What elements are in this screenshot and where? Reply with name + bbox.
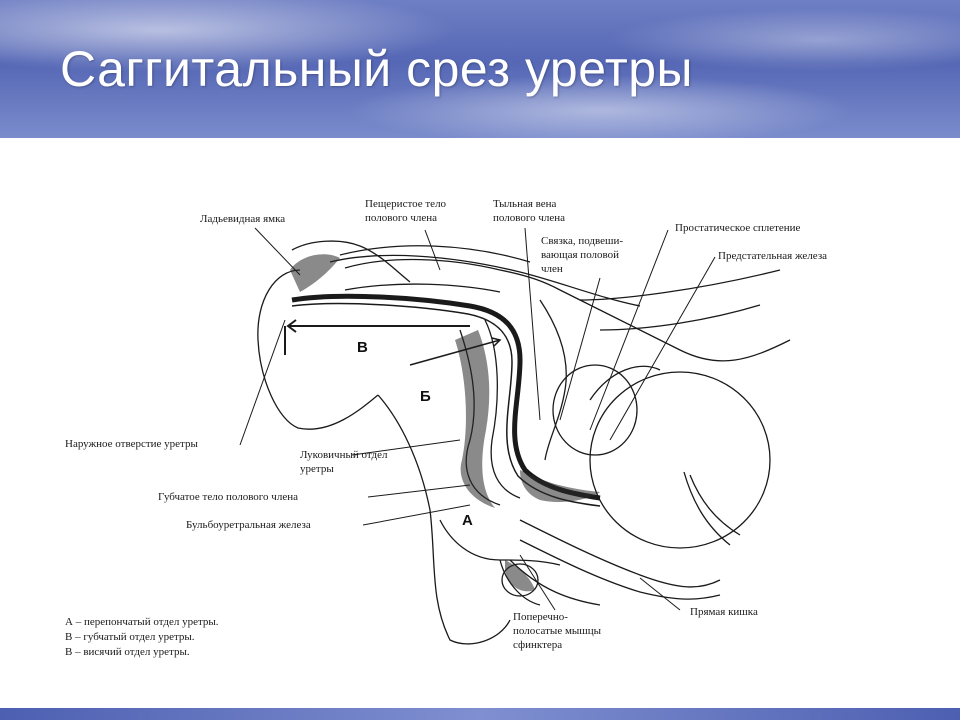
label-lukovich-1: Луковичный отдел xyxy=(300,449,388,461)
label-svyazka-3: член xyxy=(541,263,563,275)
legend-item: А – перепончатый отдел уретры. xyxy=(65,616,219,628)
label-bulbo: Бульбоуретральная железа xyxy=(186,519,311,531)
shading xyxy=(290,254,600,592)
slide-title: Саггитальный срез уретры xyxy=(60,41,693,97)
label-pryamaya: Прямая кишка xyxy=(690,606,758,618)
label-svyazka-1: Связка, подвеши- xyxy=(541,235,623,247)
title-banner: Саггитальный срез уретры xyxy=(0,0,960,138)
legend-item: В – губчатый отдел уретры. xyxy=(65,631,195,643)
label-predst: Предстательная железа xyxy=(718,250,827,262)
label-poperech-3: сфинктера xyxy=(513,639,562,651)
label-poperech-2: полосатые мышцы xyxy=(513,625,602,637)
section-letter-b: Б xyxy=(420,388,431,405)
label-gubchatoe: Губчатое тело полового члена xyxy=(158,491,298,503)
label-naruzhnoe: Наружное отверстие уретры xyxy=(65,438,198,450)
footer-bar xyxy=(0,708,960,720)
label-ladevidnaya: Ладьевидная ямка xyxy=(200,213,285,225)
label-tylnaya-2: полового члена xyxy=(493,212,565,224)
legend: А – перепончатый отдел уретры. В – губча… xyxy=(65,616,219,658)
legend-item: В – висячий отдел уретры. xyxy=(65,646,190,658)
label-prostat-spl: Простатическое сплетение xyxy=(675,222,801,234)
label-poperech-1: Поперечно- xyxy=(513,611,568,623)
label-svyazka-2: вающая половой xyxy=(541,249,619,261)
label-tylnaya-1: Тыльная вена xyxy=(493,198,557,210)
section-letter-a: А xyxy=(462,512,473,529)
label-lukovich-2: уретры xyxy=(300,463,334,475)
label-peshcheristoe-1: Пещеристое тело xyxy=(365,198,447,210)
section-letter-v: В xyxy=(357,339,368,356)
label-peshcheristoe-2: полового члена xyxy=(365,212,437,224)
leader-lines xyxy=(239,227,716,611)
